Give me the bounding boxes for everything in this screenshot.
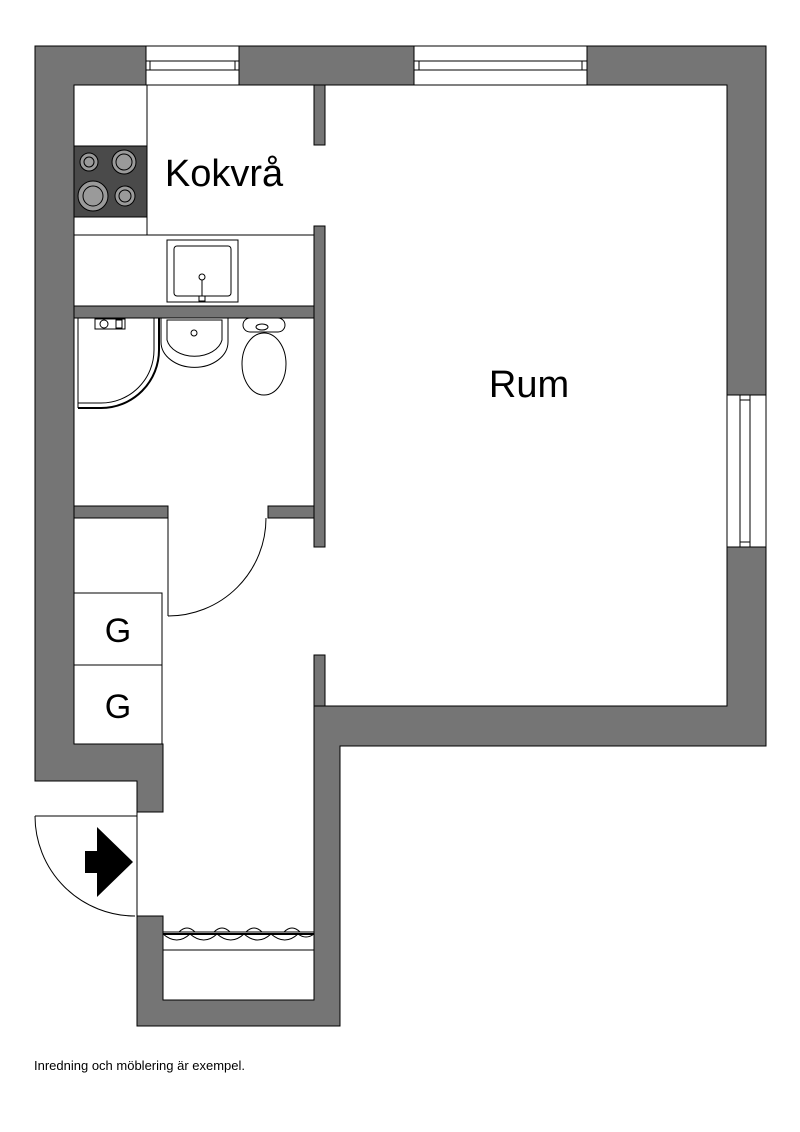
entrance-arrow-icon	[85, 827, 133, 897]
room-label-kitchen: Kokvrå	[165, 153, 284, 195]
wardrobe-1	[73, 592, 163, 666]
bathroom-door	[167, 517, 267, 617]
kitchen-sink-icon	[166, 239, 239, 303]
shower-icon	[77, 318, 160, 409]
window-top-left	[145, 45, 240, 86]
interior-walls	[73, 84, 326, 707]
window-top-right	[413, 45, 588, 86]
toilet-icon	[241, 317, 287, 396]
wardrobe-2	[73, 664, 163, 745]
shoe-rack-icon	[162, 927, 315, 951]
stove-icon	[73, 145, 148, 218]
window-right	[726, 394, 767, 548]
disclaimer-caption: Inredning och möblering är exempel.	[34, 1058, 246, 1073]
wardrobe-label-1: G	[105, 612, 131, 650]
wardrobes	[73, 592, 163, 745]
entrance-door	[34, 812, 138, 917]
room-label-main: Rum	[489, 364, 569, 406]
washbasin-icon	[160, 317, 229, 368]
wardrobe-label-2: G	[105, 688, 131, 726]
